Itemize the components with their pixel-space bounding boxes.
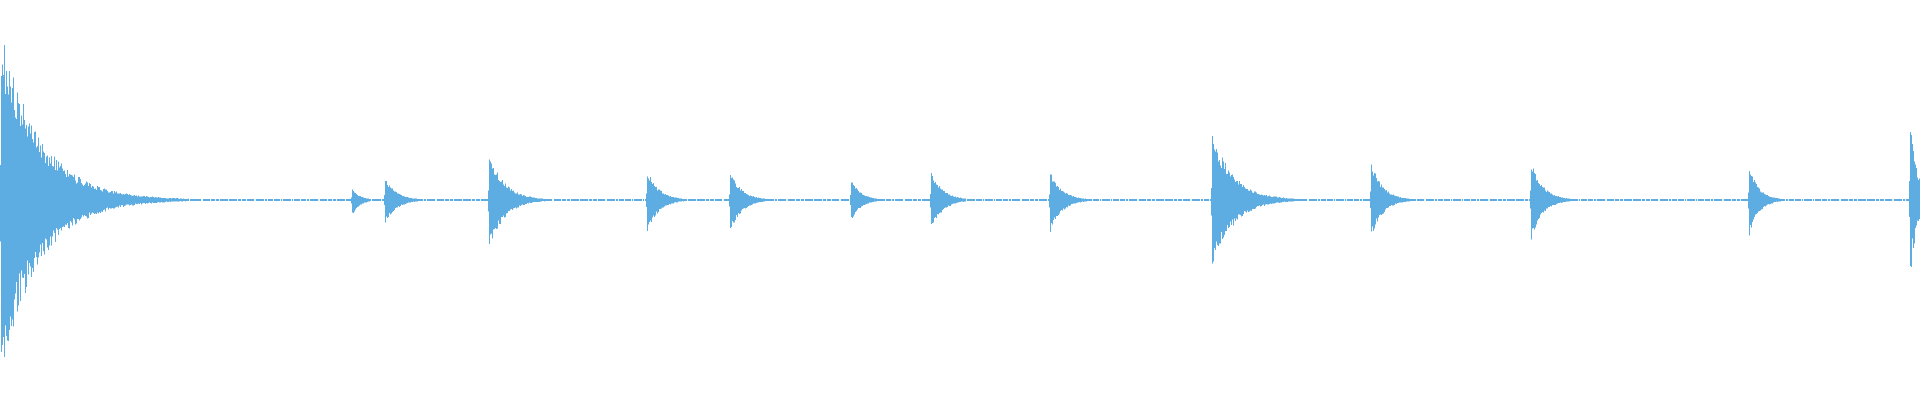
waveform-trace — [0, 44, 1920, 357]
